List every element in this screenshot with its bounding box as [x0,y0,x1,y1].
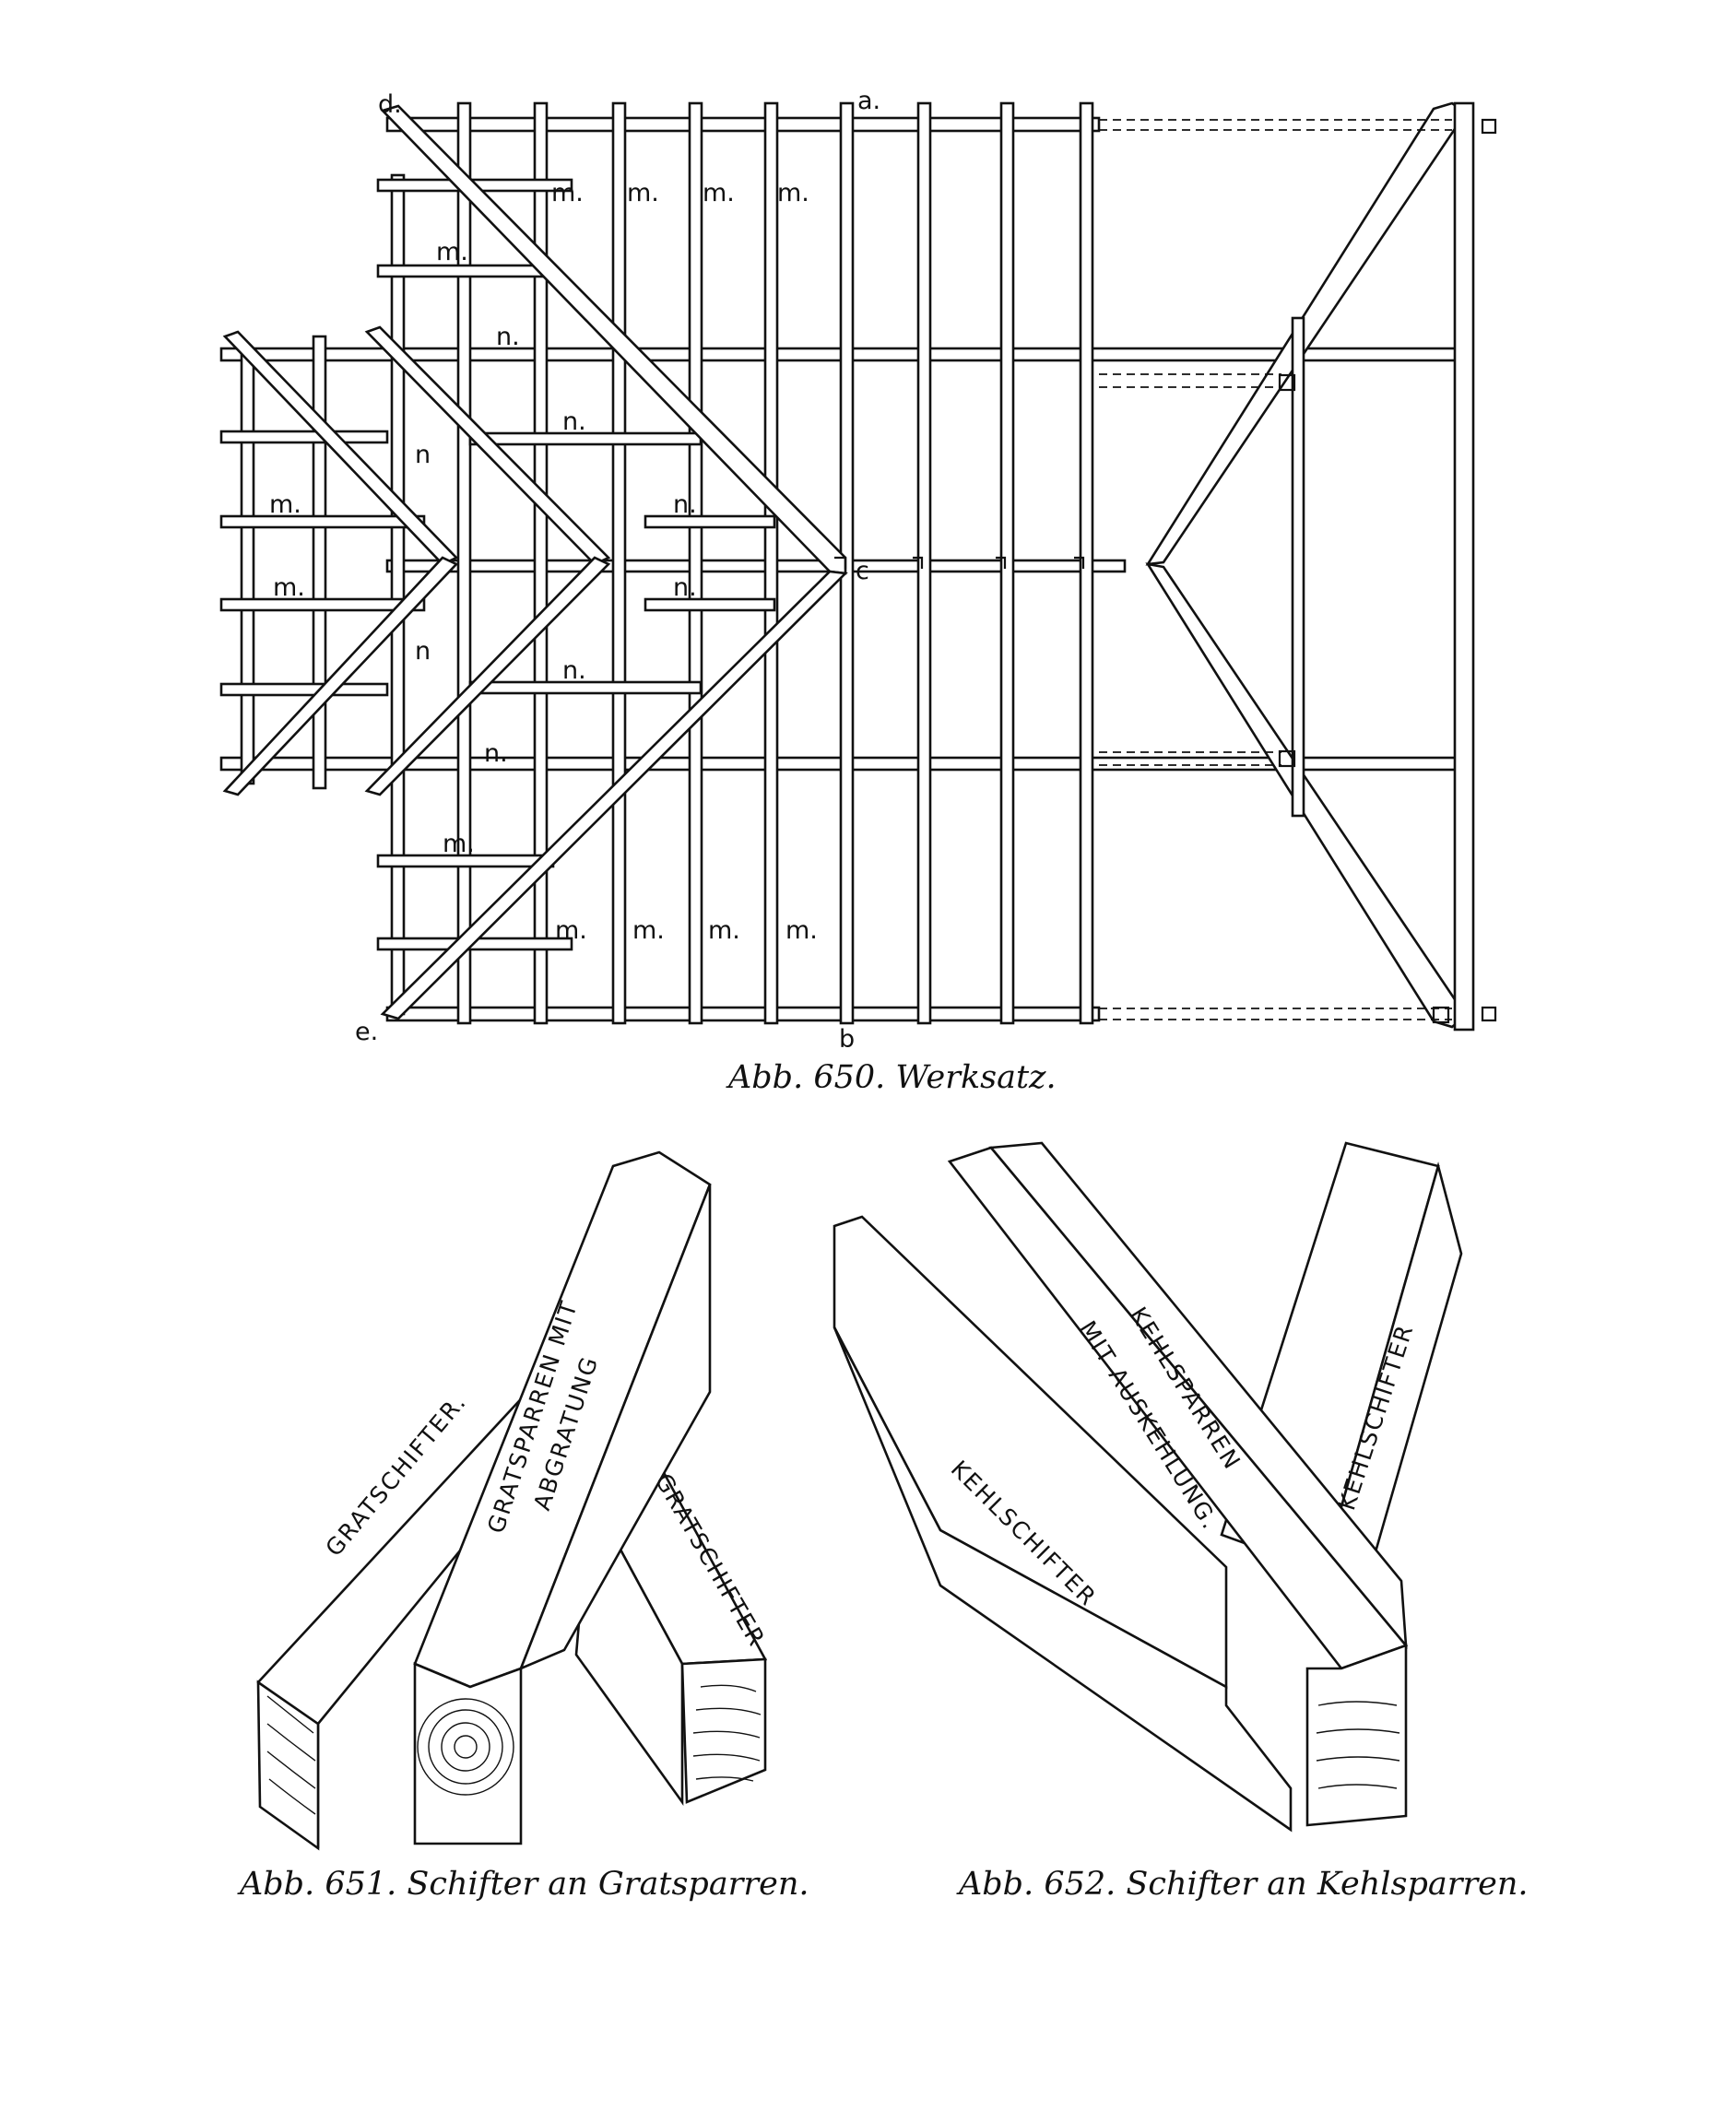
tree-rings [454,1735,478,1759]
point-c: c [856,557,869,585]
jack [219,514,426,529]
valley-rafter-end [1305,1644,1408,1827]
end-hip-upper [1145,101,1468,566]
mark-m: m. [443,830,475,858]
mark-n: n. [673,490,697,519]
rafter [1079,101,1094,1025]
mark-n: n. [673,573,697,602]
valley-rafter-side [988,1141,1408,1649]
middle-beam [385,559,1127,573]
jack-rafter [390,173,406,1016]
jack [219,597,426,612]
valley-rafter-upper [364,325,611,566]
mark-n: n. [484,739,508,768]
caption-abb-652: Abb. 652. Schifter an Kehlsparren. [956,1866,1529,1903]
notches [834,556,1085,569]
hip-rafter-small-upper [222,330,459,566]
end-post [1291,316,1305,818]
end-hip-lower [1145,562,1468,1029]
jack-rafter [688,101,703,1025]
mark-m: m. [436,238,468,266]
point-e: e. [355,1018,378,1046]
post-section [1432,1006,1450,1024]
jack-rafter [456,101,472,1025]
mark-m: m. [269,490,301,519]
end-grain [266,1695,316,1815]
left-jack-rafter-side [833,1326,1293,1833]
rafter [999,101,1015,1025]
rafter [916,101,932,1025]
top-plate [385,116,1101,133]
mark-m: m. [551,179,584,207]
mark-n: n [415,637,431,666]
point-d: d. [378,90,402,119]
mark-m: m. [273,573,305,602]
post-section [1481,1006,1497,1022]
kehlsparren-sketch: KEHLSPARREN MIT AUSKEHLUNG. KEHLSCHIFTER… [833,1141,1529,1903]
caption-abb-650: Abb. 650. Werksatz. [726,1059,1057,1096]
end-grain [692,1684,762,1782]
mark-n: n. [496,323,520,351]
post-section [1278,373,1296,392]
jack [644,514,776,529]
mark-n: n [415,441,431,469]
hip-rafter-e-c [380,570,848,1020]
point-b: b [839,1025,855,1054]
jack-rafter [240,348,255,785]
jack-rafter [611,101,627,1025]
mark-m: m. [785,916,818,945]
bottom-plate [385,1006,1101,1022]
jack [376,264,555,278]
hip-rafter-small-lower [222,556,459,796]
jack-rafter [763,101,779,1025]
mark-m: m. [708,916,740,945]
hip-rafter-side [518,1184,712,1671]
hip-rafter-end [413,1662,523,1845]
mark-n: n. [562,656,586,685]
mark-m: m. [632,916,665,945]
post-section [1481,118,1497,135]
valley-rafter-lower [364,556,611,796]
left-jack-rafter-end [256,1680,320,1851]
point-a: a. [857,87,880,115]
post-section [1278,749,1296,768]
jack [219,430,389,444]
mark-m: m. [777,179,809,207]
mark-m: m. [703,179,735,207]
mark-m: m. [555,916,587,945]
gratsparren-sketch: GRATSCHIFTER. GRATSPARREN MIT ABGRATUNG … [237,1150,809,1903]
right-jack-rafter-end [680,1657,767,1804]
mark-n: n. [562,407,586,436]
jack-rafter [533,101,549,1025]
jack [219,682,389,697]
end-grain [1316,1701,1400,1789]
werksatz-plan: d. a. c e. b m. m. m. m. m. n. n n. n. n… [219,87,1497,1096]
end-wall-plate [1453,101,1475,1032]
jack-rafter [312,335,327,790]
mark-m: m. [627,179,659,207]
caption-abb-651: Abb. 651. Schifter an Gratsparren. [237,1866,809,1903]
jack [644,597,776,612]
